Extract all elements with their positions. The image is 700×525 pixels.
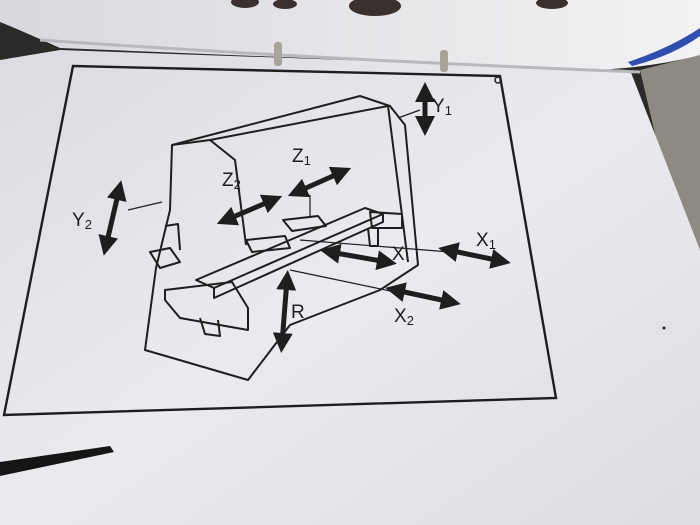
binding-ring-1 xyxy=(274,42,282,66)
arrow-y2 xyxy=(98,180,127,256)
speck xyxy=(662,326,666,330)
paper-sheet xyxy=(0,50,700,525)
page-edge-shadow xyxy=(39,38,641,74)
guide-y2 xyxy=(127,201,163,211)
label-r: R xyxy=(291,302,305,323)
carriage-z1 xyxy=(282,215,327,232)
carriage-z2 xyxy=(245,235,291,253)
label-x: X xyxy=(392,244,405,265)
diagram-frame xyxy=(2,64,558,417)
lower-foot xyxy=(199,317,221,337)
left-bracket xyxy=(149,247,181,269)
curled-top-page xyxy=(0,0,700,70)
right-support xyxy=(369,211,403,229)
left-bracket-2 xyxy=(164,223,181,251)
label-y2: Y2 xyxy=(72,210,92,232)
machine-drawing xyxy=(127,95,451,381)
label-y1: Y1 xyxy=(432,96,452,118)
arrow-x2 xyxy=(385,282,461,310)
arrow-r xyxy=(272,270,297,353)
machine-top-ridge xyxy=(209,105,389,141)
guide-x2 xyxy=(289,269,396,293)
machine-body xyxy=(144,95,419,381)
axis-arrows xyxy=(98,82,511,353)
machine-right-side xyxy=(387,105,409,263)
arrow-x xyxy=(320,243,397,271)
top-blob-3 xyxy=(349,0,401,16)
beam-front xyxy=(213,214,384,299)
arrow-z2 xyxy=(216,194,283,226)
right-shelf xyxy=(640,55,700,250)
label-x1: X1 xyxy=(476,230,496,252)
binding-ring-2 xyxy=(440,50,448,72)
top-blob-2 xyxy=(273,0,297,9)
pen xyxy=(0,446,114,476)
lower-table xyxy=(164,281,249,331)
top-blob-4 xyxy=(536,0,568,9)
blue-stripe xyxy=(628,28,700,66)
label-z2: Z2 xyxy=(222,170,241,192)
corner-mark xyxy=(494,76,502,84)
arrow-x1 xyxy=(438,242,511,269)
label-x2: X2 xyxy=(394,306,414,328)
label-z1: Z1 xyxy=(292,146,311,168)
top-blob-1 xyxy=(231,0,259,8)
arrow-z1 xyxy=(287,166,352,198)
